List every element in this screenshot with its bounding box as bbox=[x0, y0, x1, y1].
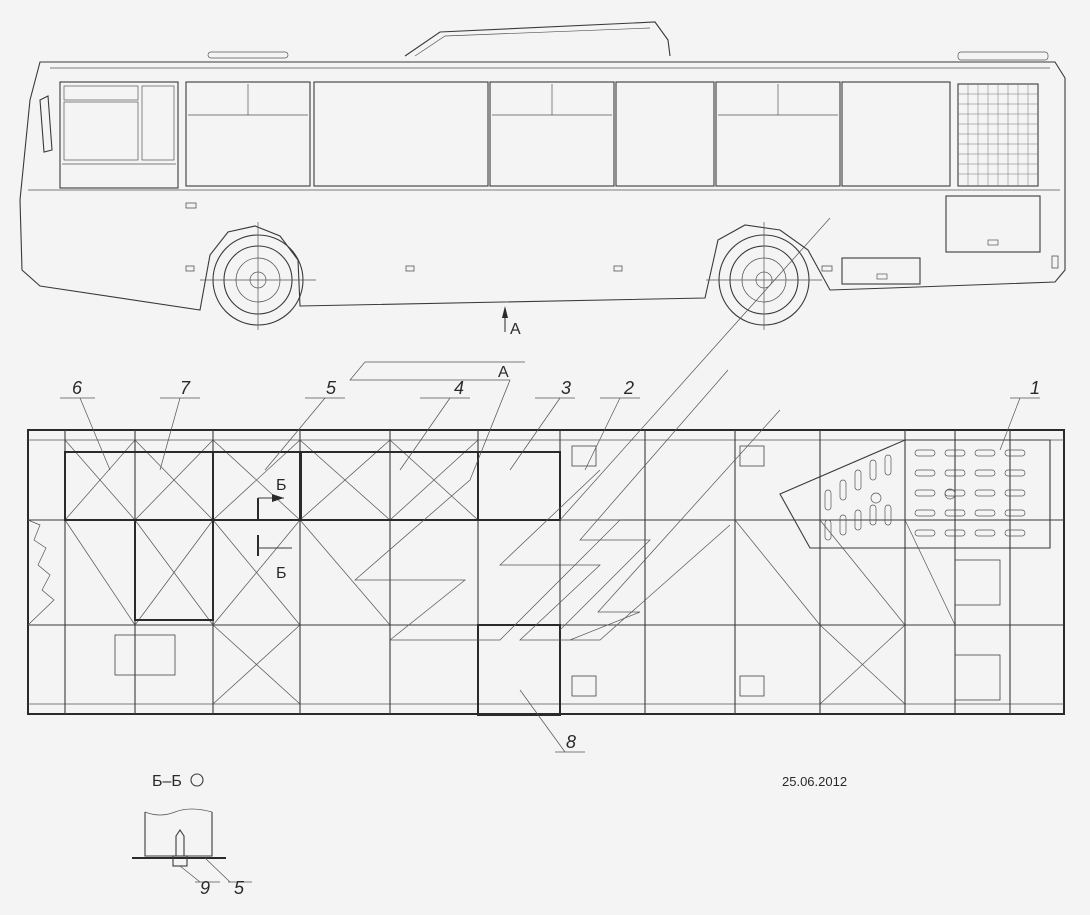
arrow-a-label: А bbox=[510, 321, 521, 338]
front-wheel bbox=[200, 222, 316, 330]
callout-2: 2 bbox=[623, 378, 634, 398]
callout-6: 6 bbox=[72, 378, 83, 398]
bus-body-outline bbox=[19, 61, 1066, 311]
roof-hatch bbox=[957, 51, 1049, 61]
panel-4 bbox=[299, 451, 479, 521]
window-1 bbox=[185, 81, 311, 187]
view-a-arrow: А bbox=[502, 306, 521, 338]
detail-callout-9: 9 bbox=[200, 878, 210, 898]
panel-6 bbox=[64, 451, 214, 521]
callout-leaders bbox=[60, 397, 1040, 753]
frame-outline bbox=[27, 429, 1065, 715]
mirror bbox=[39, 95, 53, 153]
rear-wheel bbox=[706, 222, 822, 330]
panel-8 bbox=[477, 624, 561, 716]
drawing-date: 25.06.2012 bbox=[782, 774, 847, 789]
section-rotate-mark bbox=[190, 773, 204, 787]
section-detail bbox=[132, 808, 252, 883]
panel-1 bbox=[779, 439, 1051, 549]
callout-7: 7 bbox=[180, 378, 191, 398]
section-b-bottom-label: Б bbox=[276, 565, 287, 582]
window-3 bbox=[489, 81, 615, 187]
callout-4: 4 bbox=[454, 378, 464, 398]
bus-side-view bbox=[19, 21, 1066, 330]
callout-8: 8 bbox=[566, 732, 576, 752]
panel-3 bbox=[477, 451, 561, 521]
side-hatch bbox=[841, 257, 921, 285]
front-door bbox=[59, 81, 179, 189]
window-5 bbox=[715, 81, 841, 187]
section-title: Б–Б bbox=[152, 773, 182, 790]
callout-5: 5 bbox=[326, 378, 337, 398]
callout-1: 1 bbox=[1030, 378, 1040, 398]
window-6 bbox=[841, 81, 951, 187]
section-b-marker: Б Б bbox=[257, 477, 292, 582]
view-a-label: А bbox=[498, 364, 509, 381]
rear-hatch bbox=[945, 195, 1041, 253]
roof-unit bbox=[404, 21, 671, 57]
panel-7 bbox=[134, 519, 214, 621]
view-a-projection-arrow bbox=[349, 217, 831, 641]
window-4 bbox=[615, 81, 715, 187]
window-2 bbox=[313, 81, 489, 187]
section-b-top-label: Б bbox=[276, 477, 287, 494]
frame-plan-view bbox=[27, 429, 1065, 716]
detail-callout-5: 5 bbox=[234, 878, 245, 898]
callout-3: 3 bbox=[561, 378, 571, 398]
